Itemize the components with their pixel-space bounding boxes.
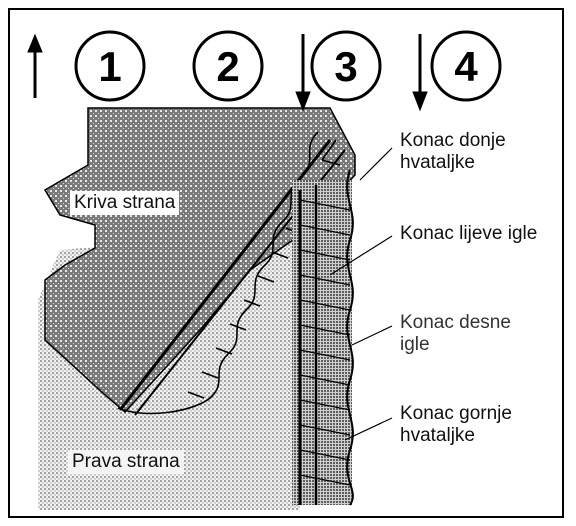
step-number-4: 4 [454, 43, 478, 90]
step-number-3: 3 [334, 43, 357, 90]
arrow-up-icon [28, 35, 42, 98]
lower-looper-thread-label: Konac donje hvataljke [400, 130, 506, 174]
step-number-1: 1 [98, 43, 121, 90]
step-circles [76, 32, 500, 100]
vertical-overlock-seam [292, 170, 353, 505]
upper-looper-thread-label: Konac gornje hvataljke [400, 403, 512, 447]
arrow-down-icon [296, 34, 310, 110]
step-number-2: 2 [216, 43, 239, 90]
right-side-label: Prava strana [68, 450, 184, 474]
leader-right-needle [352, 326, 392, 345]
right-needle-thread-label: Konac desne igle [400, 312, 511, 356]
leader-lower-looper [360, 148, 392, 180]
wrong-side-label: Kriva strana [70, 191, 179, 215]
left-needle-thread-label: Konac lijeve igle [400, 223, 537, 245]
arrow-down-icon [413, 34, 427, 110]
